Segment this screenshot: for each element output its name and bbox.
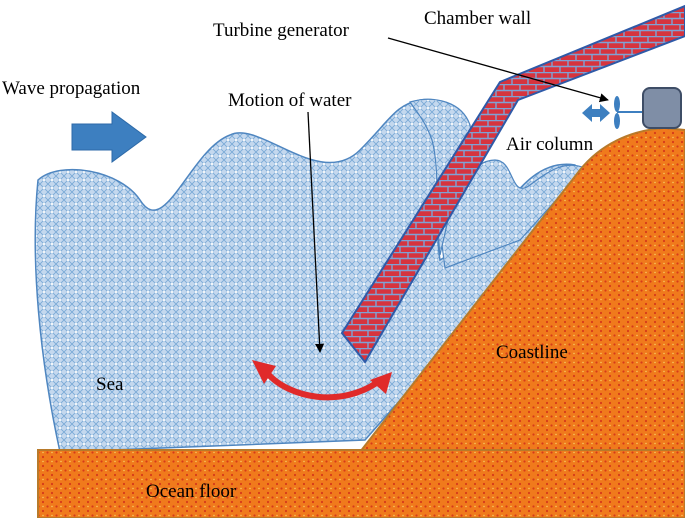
water-motion-arrow [252,360,392,401]
wave-direction-arrow [71,111,147,163]
chamber-wall [340,4,685,364]
generator-box-icon [642,87,682,129]
ocean-floor-land [37,449,685,518]
label-coastline: Coastline [496,342,568,363]
label-sea: Sea [96,374,124,395]
label-air-column: Air column [506,134,594,155]
label-turbine-generator: Turbine generator [213,20,350,41]
turbine-leader-line [387,37,609,103]
label-motion-of-water: Motion of water [228,90,352,111]
coastline-land [359,126,685,518]
air-flow-arrow [582,104,610,122]
label-chamber-wall: Chamber wall [424,8,531,29]
turbine-fan-icon [614,96,643,129]
label-ocean-floor: Ocean floor [146,481,237,502]
motion-leader-line [307,111,325,353]
label-wave-propagation: Wave propagation [2,78,141,99]
